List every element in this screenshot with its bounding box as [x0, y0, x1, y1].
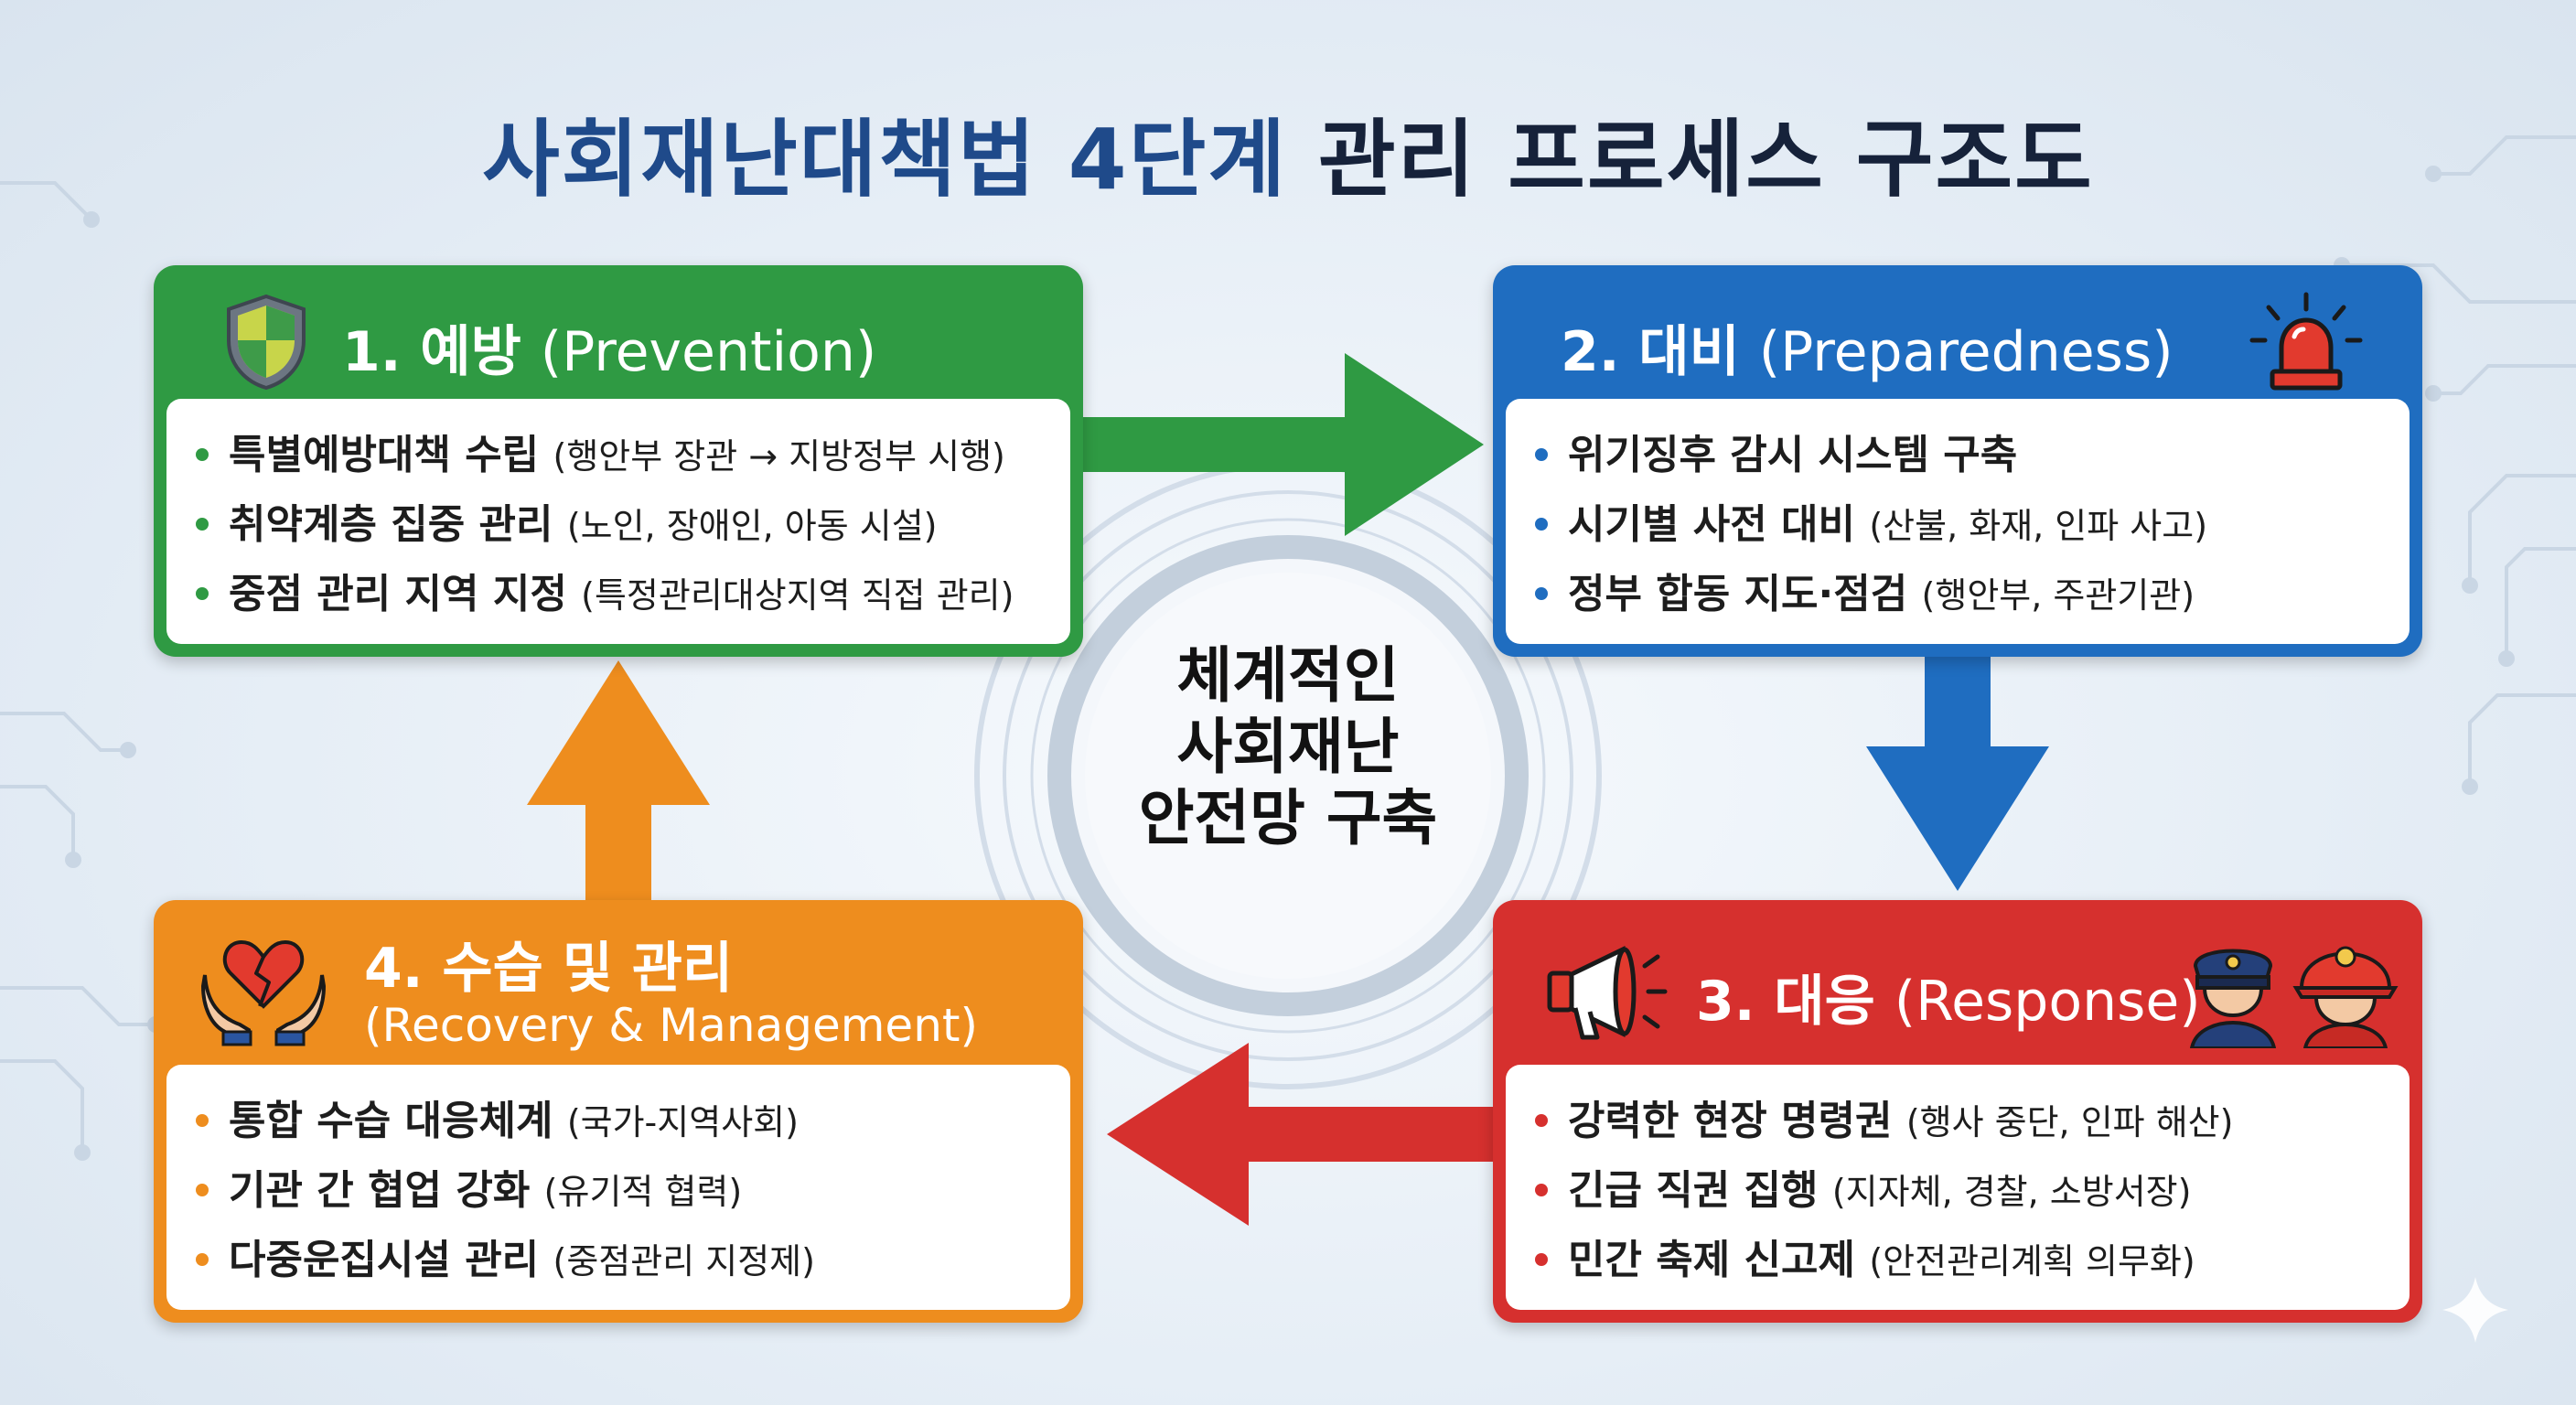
bullet: [196, 518, 209, 531]
item-main: 긴급 직권 집행: [1568, 1167, 1819, 1214]
list-item: 취약계층 집중 관리 (노인, 장애인, 아동 시설): [229, 490, 1070, 560]
response-title-en: (Response): [1894, 970, 2201, 1034]
page-title: 사회재난대책법 4단계 관리 프로세스 구조도: [0, 91, 2576, 213]
item-main: 위기징후 감시 시스템 구축: [1568, 432, 2017, 478]
item-sub: (유기적 협력): [544, 1172, 743, 1212]
bullet: [1535, 448, 1548, 461]
card-prevention-body: 특별예방대책 수립 (행안부 장관 → 지방정부 시행) 취약계층 집중 관리 …: [166, 399, 1070, 644]
list-item: 통합 수습 대응체계 (국가-지역사회): [229, 1087, 1070, 1156]
list-item: 강력한 현장 명령권 (행사 중단, 인파 해산): [1568, 1087, 2410, 1156]
megaphone-icon: [1542, 938, 1680, 1045]
arrow-response-to-recovery: [1098, 1043, 1500, 1226]
item-main: 다중운집시설 관리: [229, 1237, 539, 1283]
bullet: [1535, 587, 1548, 600]
item-sub: (특정관리대상지역 직접 관리): [581, 575, 1014, 616]
item-main: 시기별 사전 대비: [1568, 501, 1855, 548]
card-response-body: 강력한 현장 명령권 (행사 중단, 인파 해산) 긴급 직권 집행 (지자체,…: [1506, 1065, 2410, 1310]
item-sub: (중점관리 지정제): [553, 1241, 815, 1282]
card-preparedness-body: 위기징후 감시 시스템 구축 시기별 사전 대비 (산불, 화재, 인파 사고)…: [1506, 399, 2410, 644]
item-main: 통합 수습 대응체계: [229, 1098, 553, 1144]
item-main: 기관 간 협업 강화: [229, 1167, 530, 1214]
item-sub: (산불, 화재, 인파 사고): [1869, 506, 2207, 546]
broken-heart-hands-icon: [199, 929, 327, 1048]
arrow-prevention-to-preparedness: [1070, 353, 1491, 536]
bullet: [1535, 1114, 1548, 1127]
card-preparedness: 2. 대비 (Preparedness) 위기징후 감시 시스템 구축 시기별 …: [1493, 265, 2422, 657]
bullet: [196, 1184, 209, 1196]
card-prevention: 1. 예방 (Prevention) 특별예방대책 수립 (행안부 장관 → 지…: [154, 265, 1083, 657]
item-sub: (행안부 장관 → 지방정부 시행): [553, 436, 1005, 477]
item-main: 정부 합동 지도·점검: [1568, 571, 1907, 617]
list-item: 특별예방대책 수립 (행안부 장관 → 지방정부 시행): [229, 421, 1070, 490]
preparedness-title-en: (Preparedness): [1759, 320, 2174, 384]
list-item: 민간 축제 신고제 (안전관리계획 의무화): [1568, 1226, 2410, 1295]
item-sub: (행안부, 주관기관): [1922, 575, 2195, 616]
preparedness-title: 2. 대비: [1561, 320, 1740, 384]
card-prevention-header: 1. 예방 (Prevention): [166, 278, 1070, 399]
recovery-title: 4. 수습 및 관리: [364, 924, 733, 1003]
list-item: 시기별 사전 대비 (산불, 화재, 인파 사고): [1568, 490, 2410, 560]
item-sub: (국가-지역사회): [567, 1102, 799, 1142]
list-item: 다중운집시설 관리 (중점관리 지정제): [229, 1226, 1070, 1295]
item-main: 취약계층 집중 관리: [229, 501, 553, 548]
prevention-title: 1. 예방: [342, 320, 521, 384]
card-preparedness-header: 2. 대비 (Preparedness): [1506, 278, 2410, 399]
arrow-preparedness-to-response: [1866, 655, 2049, 893]
card-recovery-body: 통합 수습 대응체계 (국가-지역사회) 기관 간 협업 강화 (유기적 협력)…: [166, 1065, 1070, 1310]
bullet: [196, 1253, 209, 1266]
card-recovery-header: 4. 수습 및 관리 (Recovery & Management): [166, 913, 1070, 1065]
firefighter-icon: [2292, 929, 2399, 1048]
response-title: 3. 대응: [1696, 970, 1875, 1034]
bullet: [196, 448, 209, 461]
card-recovery: 4. 수습 및 관리 (Recovery & Management) 통합 수습…: [154, 900, 1083, 1323]
prevention-title-en: (Prevention): [541, 320, 877, 384]
title-part-2: 관리 프로세스 구조도: [1318, 111, 2094, 209]
shield-icon: [223, 293, 309, 391]
bullet: [1535, 1253, 1548, 1266]
item-main: 중점 관리 지역 지정: [229, 571, 567, 617]
center-label: 체계적인 사회재난 안전망 구축: [1105, 640, 1471, 854]
center-line-3: 안전망 구축: [1105, 783, 1471, 854]
siren-icon: [2249, 291, 2364, 393]
bullet: [1535, 518, 1548, 531]
sparkle-icon: [2442, 1277, 2508, 1343]
title-part-1: 사회재난대책법 4단계: [482, 111, 1287, 209]
police-officer-icon: [2183, 933, 2283, 1048]
card-response-header: 3. 대응 (Response): [1506, 913, 2410, 1065]
center-line-1: 체계적인: [1105, 640, 1471, 712]
item-sub: (노인, 장애인, 아동 시설): [567, 506, 938, 546]
bullet: [1535, 1184, 1548, 1196]
center-line-2: 사회재난: [1105, 712, 1471, 783]
item-sub: (안전관리계획 의무화): [1869, 1241, 2195, 1282]
recovery-title-en: (Recovery & Management): [364, 999, 978, 1052]
list-item: 위기징후 감시 시스템 구축: [1568, 421, 2410, 490]
item-main: 특별예방대책 수립: [229, 432, 539, 478]
list-item: 긴급 직권 집행 (지자체, 경찰, 소방서장): [1568, 1156, 2410, 1226]
card-response: 3. 대응 (Response) 강력한 현장 명령권 (행사 중단, 인파 해…: [1493, 900, 2422, 1323]
item-main: 강력한 현장 명령권: [1568, 1098, 1892, 1144]
bullet: [196, 587, 209, 600]
list-item: 기관 간 협업 강화 (유기적 협력): [229, 1156, 1070, 1226]
item-main: 민간 축제 신고제: [1568, 1237, 1855, 1283]
list-item: 정부 합동 지도·점검 (행안부, 주관기관): [1568, 560, 2410, 629]
item-sub: (행사 중단, 인파 해산): [1906, 1102, 2234, 1142]
item-sub: (지자체, 경찰, 소방서장): [1832, 1172, 2192, 1212]
bullet: [196, 1114, 209, 1127]
list-item: 중점 관리 지역 지정 (특정관리대상지역 직접 관리): [229, 560, 1070, 629]
arrow-recovery-to-prevention: [527, 660, 710, 902]
